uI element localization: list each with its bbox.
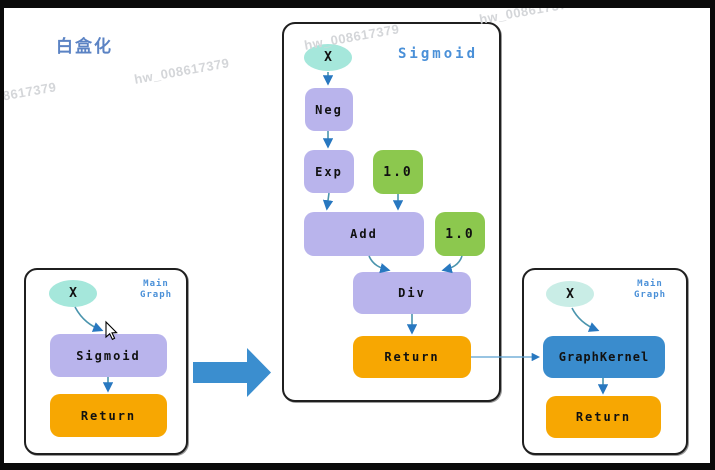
watermark: hw_008617379 [0,79,58,111]
node-input-x: X [304,44,352,71]
node-input-x: X [49,280,97,307]
main-graph-label-line1: Main [143,279,169,289]
main-graph-label: Main Graph [134,279,178,300]
main-graph-label-line2: Graph [139,289,173,300]
big-transform-arrow [193,348,271,397]
node-graphkernel-op: GraphKernel [543,336,665,378]
main-graph-label-line1: Main [637,279,663,289]
letterbox-top [0,0,715,8]
node-const-one: 1.0 [373,150,423,194]
main-graph-label: Main Graph [628,279,672,300]
letterbox-right [710,0,715,470]
watermark: hw_008617379 [133,55,231,87]
node-exp-op: Exp [304,150,354,193]
node-return: Return [50,394,167,437]
letterbox-bottom [0,463,715,470]
node-return: Return [353,336,471,378]
node-input-x: X [546,281,594,307]
node-const-one: 1.0 [435,212,485,256]
main-graph-label-line2: Graph [633,289,667,300]
node-div-op: Div [353,272,471,314]
node-sigmoid-op: Sigmoid [50,334,167,377]
letterbox-left [0,0,4,470]
node-return: Return [546,396,661,438]
node-neg-op: Neg [305,88,353,131]
sigmoid-panel-title: Sigmoid [398,46,479,62]
page-title: 白盒化 [56,37,113,56]
node-add-op: Add [304,212,424,256]
